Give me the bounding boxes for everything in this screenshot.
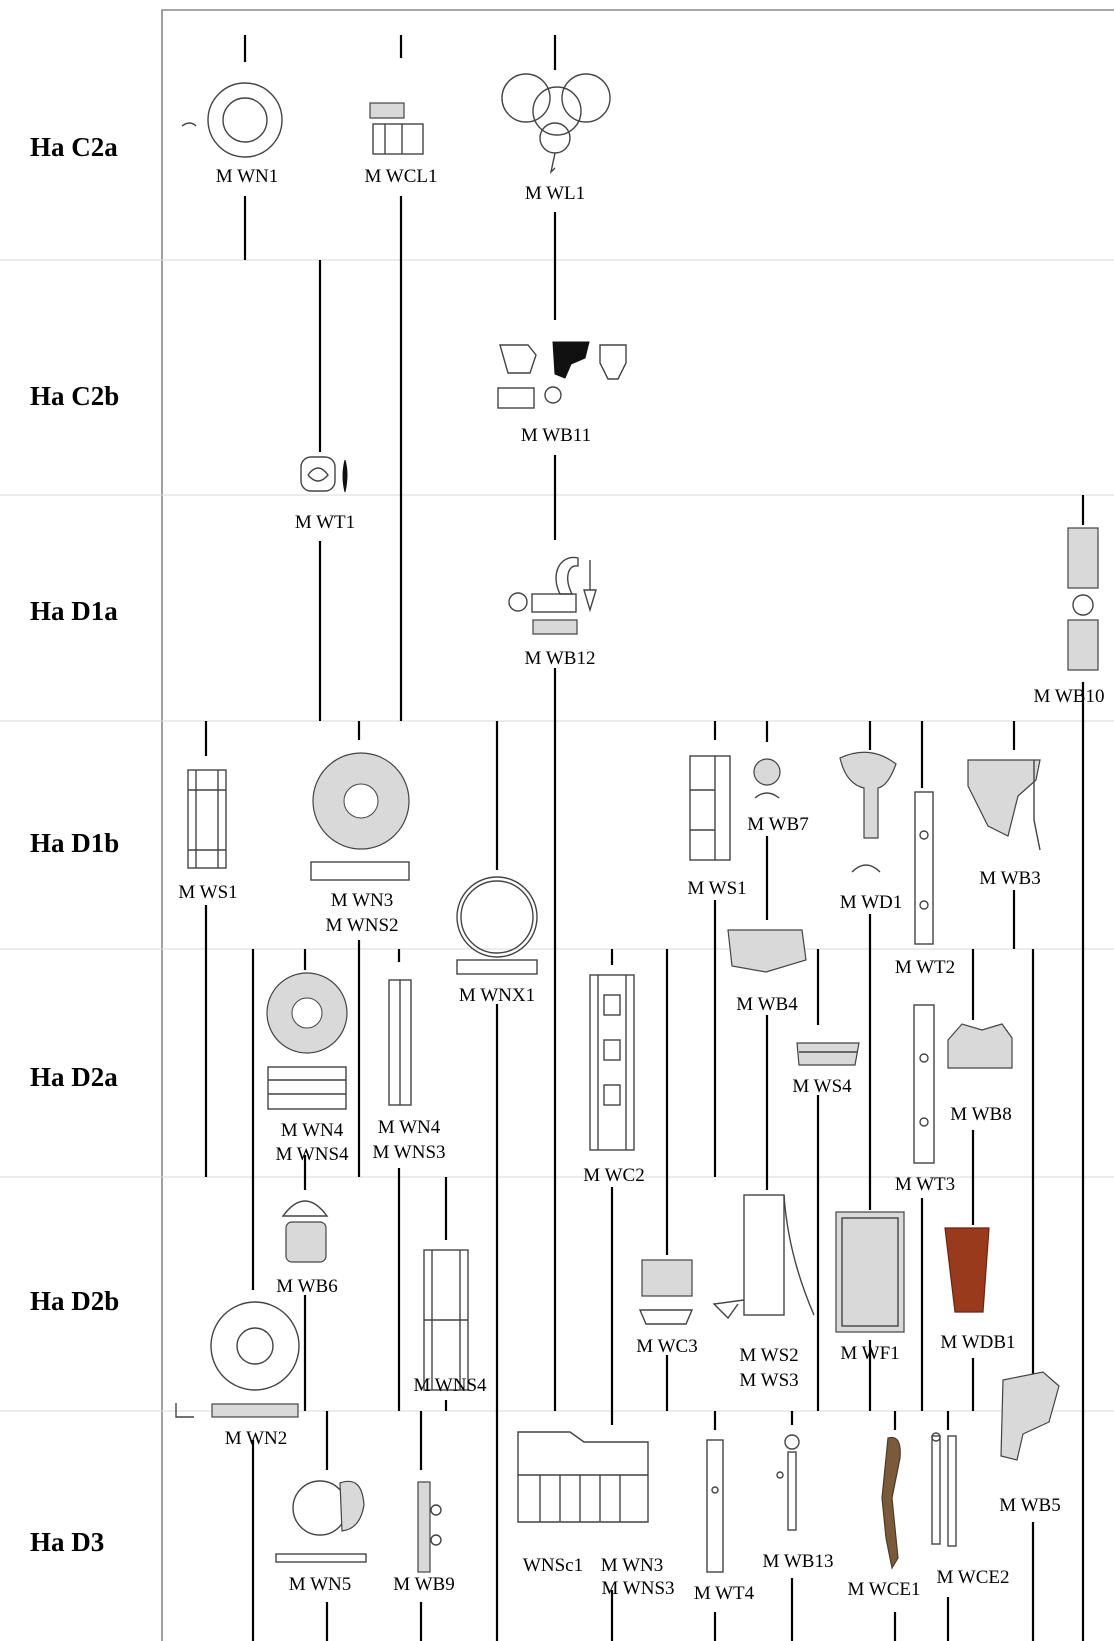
buckle-drawing (1067, 527, 1099, 671)
artefact-label: M WB4 (736, 994, 798, 1015)
pin-drawing (931, 1432, 957, 1547)
artefact-labels: M WN1 M WCL1 M WL1 M WB11 M WT1 M WB12 M… (178, 166, 1104, 1604)
fibula-drawing (689, 755, 731, 861)
artefact-label: M WS2 (739, 1345, 798, 1366)
disc-ring-drawing (275, 1480, 367, 1563)
artefact-label: M WNS4 (413, 1375, 487, 1396)
pin-drawing (776, 1434, 800, 1531)
fibula-spring-drawing (796, 1042, 860, 1066)
belt-plate-drawing (914, 791, 934, 945)
artefact-label: M WNS3 (372, 1142, 445, 1163)
neck-ring-drawing (456, 876, 538, 975)
button-drawing (281, 1200, 329, 1263)
artefact-label: M WL1 (525, 183, 585, 204)
bronze-pin-drawing (881, 1436, 901, 1570)
artefact-label: M WCE1 (847, 1579, 920, 1600)
clasp-drawing (369, 102, 424, 155)
period-label: Ha D3 (30, 1527, 104, 1557)
artefact-label: M WB12 (525, 648, 596, 669)
tube-drawing (423, 1249, 469, 1391)
artefact-label: WNSc1 (523, 1555, 583, 1576)
sheet-fragment-drawing (967, 759, 1041, 851)
artefact-label: M WS1 (687, 878, 746, 899)
artefact-label: M WC3 (636, 1336, 697, 1357)
artefact-label: M WNS2 (325, 915, 398, 936)
artefact-label: M WB3 (979, 868, 1040, 889)
artefact-drawings (175, 73, 1099, 1573)
artefact-label: M WS1 (178, 882, 237, 903)
chain-drawing (589, 974, 635, 1151)
artefact-label: M WN3 (601, 1555, 663, 1576)
belt-fittings-drawing (497, 341, 627, 409)
clasp-drawing (638, 1259, 694, 1325)
artefact-label: M WD1 (840, 892, 902, 913)
disc-ring-drawing (266, 972, 348, 1110)
period-label: Ha C2b (30, 381, 119, 411)
artefact-label: M WB7 (747, 814, 808, 835)
artefact-label: M WNS3 (601, 1578, 674, 1599)
sequence-lines (204, 35, 1085, 1641)
artefact-label: M WT3 (895, 1174, 955, 1195)
artefact-label: M WB13 (763, 1551, 834, 1572)
artefact-label: M WCL1 (364, 166, 437, 187)
dagger-pommel-drawing (839, 751, 897, 873)
artefact-label: M WF1 (840, 1343, 899, 1364)
iron-plate-drawing (944, 1227, 990, 1313)
period-label: Ha C2a (30, 132, 118, 162)
row-dividers (0, 259, 1114, 1412)
artefact-label: M WB9 (393, 1574, 454, 1595)
sheet-band-drawing (517, 1431, 649, 1523)
ring-drawing (175, 1301, 300, 1418)
linked-rings-drawing (501, 73, 611, 175)
artefact-label: M WT4 (694, 1583, 755, 1604)
artefact-label: M WN3 (331, 890, 393, 911)
period-labels: Ha C2a Ha C2b Ha D1a Ha D1b Ha D2a Ha D2… (30, 132, 119, 1557)
rosette-drawing (300, 456, 348, 493)
belt-fragment-drawing (947, 1023, 1013, 1069)
artefact-label: M WT2 (895, 957, 955, 978)
bar-drawing (388, 979, 412, 1106)
belt-hook-drawing (508, 556, 597, 635)
artefact-label: M WS4 (792, 1076, 852, 1097)
artefact-label: M WN4 (378, 1117, 441, 1138)
artefact-label: M WCE2 (936, 1567, 1009, 1588)
belt-plate-fragment-drawing (727, 929, 807, 973)
period-label: Ha D1b (30, 828, 119, 858)
artefact-label: M WB10 (1034, 686, 1105, 707)
belt-fragment-drawing (1000, 1371, 1060, 1461)
belt-plate-drawing (913, 1004, 935, 1164)
belt-plate-drawing (835, 1211, 905, 1333)
artefact-label: M WB5 (999, 1495, 1060, 1516)
fibula-drawing (187, 769, 227, 869)
pin-drawing (417, 1481, 442, 1573)
artefact-label: M WN2 (225, 1428, 287, 1449)
artefact-label: M WNX1 (459, 985, 535, 1006)
artefact-label: M WB6 (276, 1276, 337, 1297)
artefact-label: M WT1 (295, 512, 355, 533)
belt-plate-drawing (706, 1439, 724, 1573)
ring-drawing (181, 82, 283, 158)
artefact-label: M WB8 (950, 1104, 1011, 1125)
period-label: Ha D2b (30, 1286, 119, 1316)
artefact-label: M WC2 (583, 1165, 644, 1186)
button-drawing (753, 758, 781, 799)
artefact-label: M WN4 (281, 1120, 344, 1141)
artefact-label: M WN5 (289, 1574, 351, 1595)
artefact-label: M WN1 (216, 166, 278, 187)
disc-ring-drawing (310, 752, 410, 881)
artefact-label: M WNS4 (275, 1144, 349, 1165)
artefact-label: M WB11 (521, 425, 591, 446)
artefact-label: M WDB1 (940, 1332, 1015, 1353)
artefact-label: M WS3 (739, 1370, 798, 1391)
table-frame (161, 9, 1114, 1641)
fibula-drawing (712, 1194, 815, 1320)
period-label: Ha D1a (30, 596, 118, 626)
period-label: Ha D2a (30, 1062, 118, 1092)
